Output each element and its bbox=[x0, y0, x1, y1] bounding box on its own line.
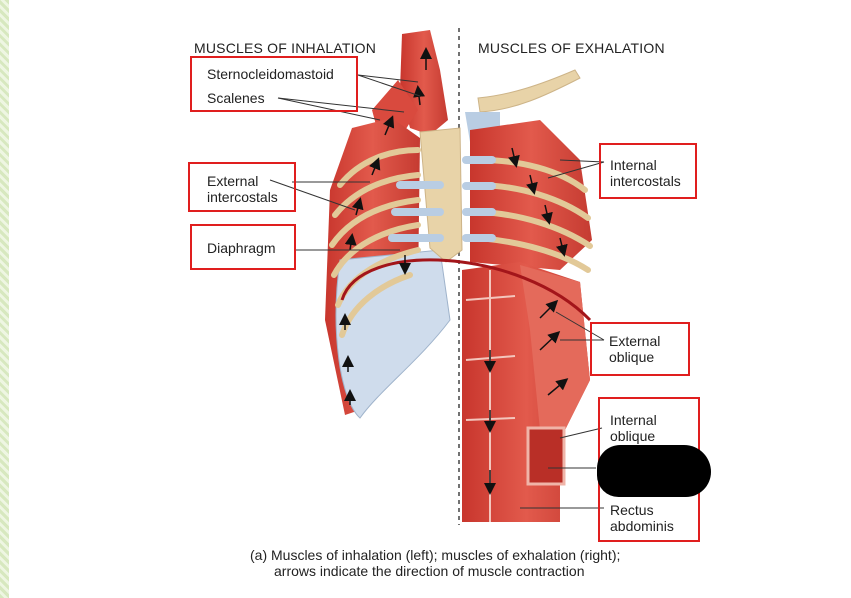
header-muscles-of-inhalation: MUSCLES OF INHALATION bbox=[194, 40, 376, 56]
label-external-oblique-line1: External bbox=[609, 333, 660, 349]
lower-rib-cartilage bbox=[336, 250, 450, 418]
label-internal-intercostals-line1: Internal bbox=[610, 157, 657, 173]
label-external-intercostals-line2: intercostals bbox=[207, 189, 278, 205]
caption-line-1: (a) Muscles of inhalation (left); muscle… bbox=[250, 547, 620, 563]
clavicle bbox=[478, 70, 580, 112]
figure-caption: (a) Muscles of inhalation (left); muscle… bbox=[250, 547, 710, 579]
label-external-oblique-line2: oblique bbox=[609, 349, 654, 365]
label-internal-oblique-line2: oblique bbox=[610, 428, 655, 444]
label-internal-intercostals-line2: intercostals bbox=[610, 173, 681, 189]
label-scalenes: Scalenes bbox=[207, 90, 265, 106]
label-internal-oblique-line1: Internal bbox=[610, 412, 657, 428]
header-muscles-of-exhalation: MUSCLES OF EXHALATION bbox=[478, 40, 665, 56]
label-sternocleidomastoid: Sternocleidomastoid bbox=[207, 66, 334, 82]
internal-oblique-window bbox=[528, 428, 564, 484]
caption-line-2: arrows indicate the direction of muscle … bbox=[250, 563, 710, 579]
label-rectus-abdominis-line1: Rectus bbox=[610, 502, 654, 518]
label-diaphragm: Diaphragm bbox=[207, 240, 275, 256]
label-external-intercostals-line1: External bbox=[207, 173, 258, 189]
label-rectus-abdominis-line2: abdominis bbox=[610, 518, 674, 534]
redaction-blob bbox=[597, 445, 711, 497]
